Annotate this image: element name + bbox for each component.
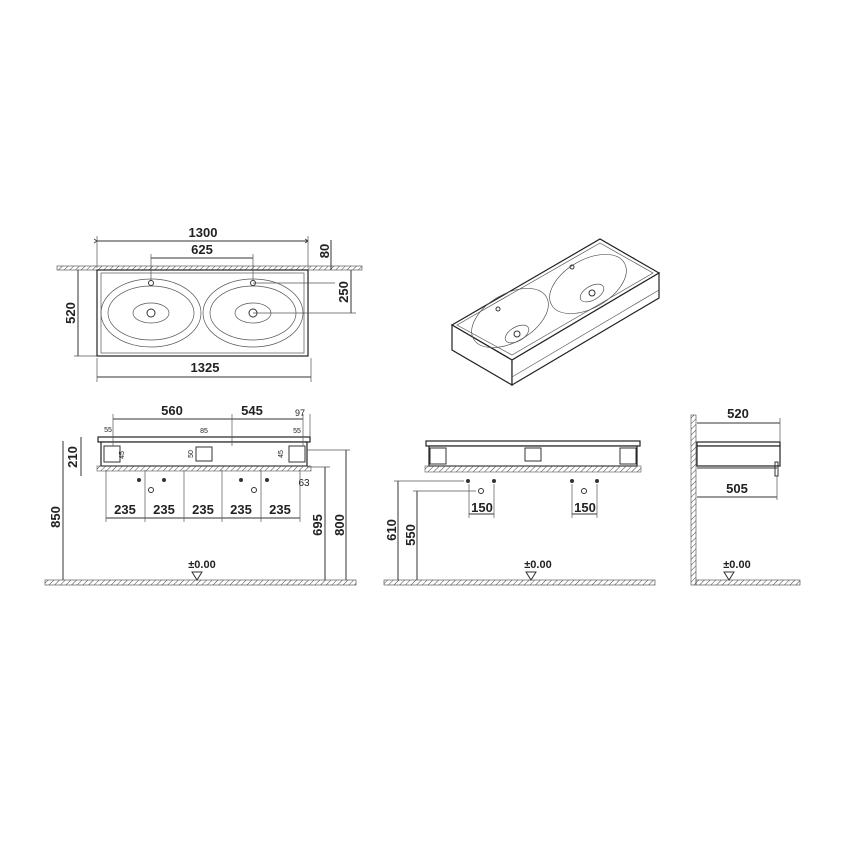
dim-63: 63 — [298, 478, 310, 489]
side-view: 520 505 ±0.00 — [690, 406, 801, 586]
drain-icon — [588, 289, 596, 297]
isometric-view — [450, 238, 661, 387]
dim-55-left: 55 — [104, 427, 112, 434]
dim-235: 235 — [153, 502, 175, 517]
tap-hole-icon — [569, 264, 575, 270]
dim-45-right: 45 — [278, 450, 285, 458]
fixing-holes — [137, 478, 269, 493]
dim-505-side: 505 — [726, 481, 748, 496]
floor-hatch — [44, 579, 357, 586]
dim-625: 625 — [191, 242, 213, 257]
floor-level-label: ±0.00 — [188, 559, 215, 571]
floor-hatch — [695, 579, 801, 586]
dim-150-right: 150 — [574, 500, 596, 515]
dim-250: 250 — [336, 281, 351, 303]
dim-235: 235 — [114, 502, 136, 517]
level-marker-icon — [191, 571, 203, 581]
dim-800: 800 — [332, 514, 347, 536]
dim-850: 850 — [48, 506, 63, 528]
bracket-right — [288, 445, 306, 463]
dim-210: 210 — [65, 446, 80, 468]
dim-560: 560 — [161, 403, 183, 418]
top-view: 1300 625 80 250 520 1325 — [56, 225, 363, 382]
dim-55-right: 55 — [293, 428, 301, 435]
floor-hatch — [383, 579, 656, 586]
level-marker-icon — [525, 571, 537, 581]
dim-235: 235 — [230, 502, 252, 517]
supply-view: 610 550 150 150 ±0.00 — [383, 440, 656, 586]
dim-235: 235 — [269, 502, 291, 517]
wall-hatch — [56, 265, 363, 271]
dim-695: 695 — [310, 514, 325, 536]
tap-hole-icon — [148, 280, 154, 286]
bottom-spacing-ticks — [105, 470, 301, 522]
floor-level-label: ±0.00 — [723, 559, 750, 571]
dim-50-center: 50 — [188, 450, 195, 458]
dim-80: 80 — [317, 244, 332, 258]
floor-level-label: ±0.00 — [524, 559, 551, 571]
tap-hole-icon — [495, 306, 501, 312]
drain-icon — [513, 330, 521, 338]
dim-235: 235 — [192, 502, 214, 517]
level-marker-icon — [723, 571, 735, 581]
bracket-left — [103, 445, 121, 463]
front-view: 560 545 97 55 85 55 45 50 45 210 850 235… — [44, 403, 357, 586]
dim-1325: 1325 — [191, 360, 220, 375]
dim-1300: 1300 — [189, 225, 218, 240]
wall-hatch — [690, 414, 697, 586]
dim-85-center: 85 — [200, 428, 208, 435]
dim-97: 97 — [295, 408, 305, 418]
dim-520-side: 520 — [727, 406, 749, 421]
bracket-center — [195, 446, 213, 462]
dim-520: 520 — [63, 302, 78, 324]
dim-545: 545 — [241, 403, 263, 418]
drain-icon — [146, 308, 156, 318]
dim-150-left: 150 — [471, 500, 493, 515]
dim-45-left: 45 — [119, 451, 126, 459]
dim-610: 610 — [384, 519, 399, 541]
dim-550: 550 — [403, 524, 418, 546]
